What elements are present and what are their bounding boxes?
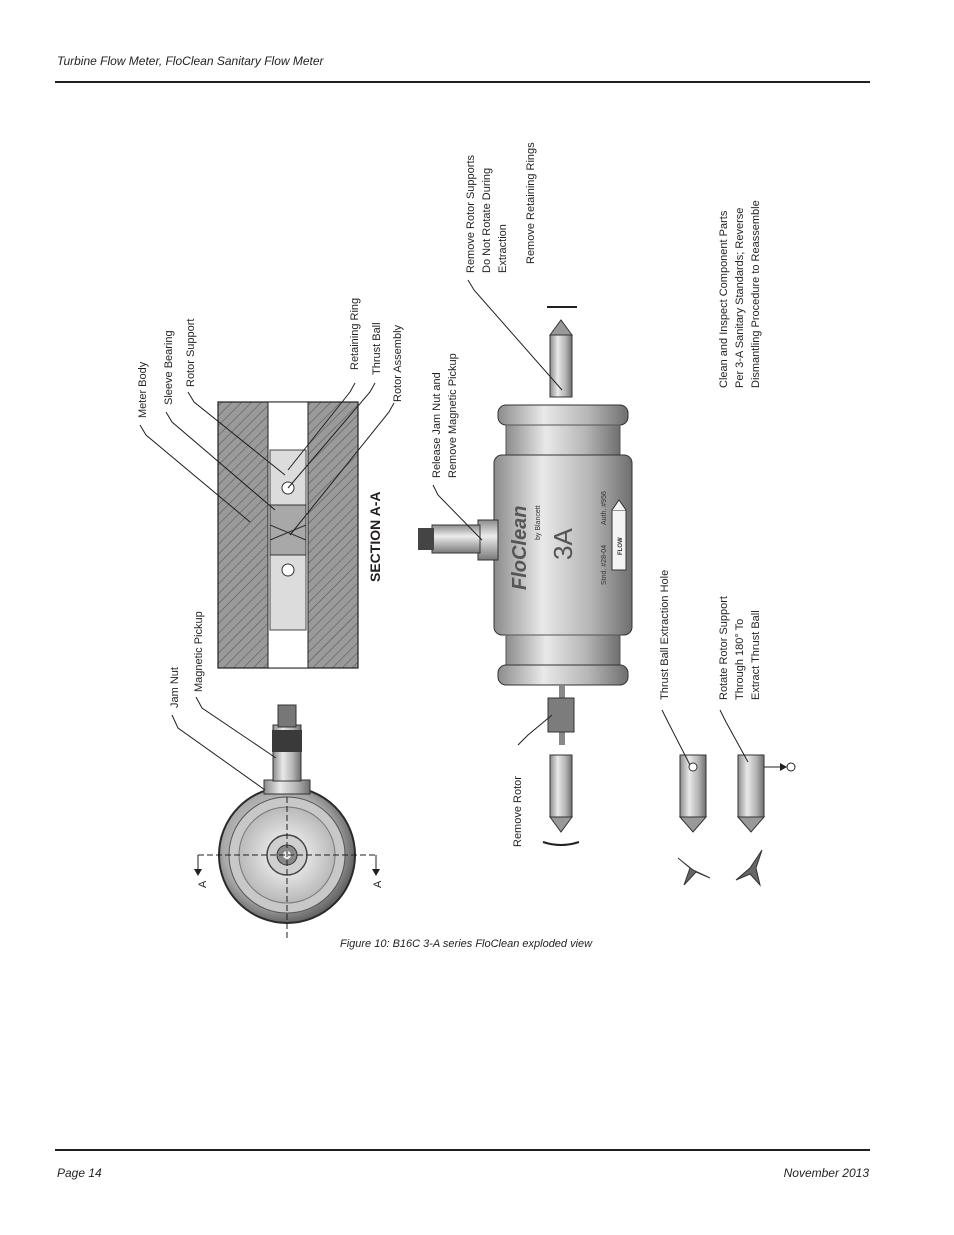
label-release-jam-nut-1: Release Jam Nut and — [431, 372, 443, 478]
meter-flow: FLOW — [618, 537, 624, 555]
page-number: Page 14 — [57, 1166, 102, 1180]
meter-symbol: 3A — [548, 528, 578, 560]
leader-lines — [139, 279, 749, 791]
label-remove-rotor-supports-1: Remove Rotor Supports — [465, 155, 477, 273]
meter-std: Stnd. #28-04 — [601, 545, 608, 585]
label-clean-inspect-1: Clean and Inspect Component Parts — [718, 210, 730, 388]
exploded-parts — [542, 306, 796, 887]
meter-by: by Blancett — [535, 505, 542, 540]
publication-date: November 2013 — [783, 1166, 869, 1180]
label-rotate-rotor-support-2: Through 180° To — [734, 619, 746, 700]
label-clean-inspect-3: Dismantling Procedure to Reassemble — [750, 200, 762, 388]
label-magnetic-pickup: Magnetic Pickup — [193, 611, 205, 692]
label-clean-inspect-2: Per 3-A Sanitary Standards; Reverse — [734, 208, 746, 388]
label-sleeve-bearing: Sleeve Bearing — [163, 330, 175, 405]
label-release-jam-nut-2: Remove Magnetic Pickup — [447, 353, 459, 478]
section-mark-left: A — [197, 880, 209, 888]
footer-rule — [55, 1149, 870, 1151]
label-thrust-ball: Thrust Ball — [371, 322, 383, 375]
running-header: Turbine Flow Meter, FloClean Sanitary Fl… — [57, 54, 324, 68]
label-jam-nut: Jam Nut — [169, 667, 181, 708]
label-rotor-assembly: Rotor Assembly — [392, 324, 404, 402]
section-mark-right: A — [372, 880, 384, 888]
label-thrust-ball-hole: Thrust Ball Extraction Hole — [659, 570, 671, 700]
meter-auth: Auth. #956 — [601, 491, 608, 525]
label-rotate-rotor-support-3: Extract Thrust Ball — [750, 610, 762, 700]
label-rotate-rotor-support-1: Rotate Rotor Support — [718, 596, 730, 700]
label-meter-body: Meter Body — [137, 361, 149, 418]
label-retaining-ring: Retaining Ring — [349, 298, 361, 370]
label-remove-retaining-rings: Remove Retaining Rings — [525, 142, 537, 264]
section-title: SECTION A-A — [367, 492, 383, 582]
label-remove-rotor-supports-2: Do Not Rotate During — [481, 168, 493, 273]
label-rotor-support: Rotor Support — [185, 319, 197, 387]
label-remove-rotor: Remove Rotor — [512, 776, 524, 847]
figure-caption: Figure 10: B16C 3-A series FloClean expl… — [340, 938, 593, 950]
meter-brand: FloClean — [509, 506, 531, 590]
section-a-a: SECTION A-A — [217, 401, 383, 669]
end-view: A A — [194, 704, 384, 940]
callout-labels: Jam Nut Magnetic Pickup Meter Body Sleev… — [137, 142, 762, 847]
label-remove-rotor-supports-3: Extraction — [497, 224, 509, 273]
header-rule — [55, 81, 870, 83]
meter-body-drawing: FloClean by Blancett 3A Stnd. #28-04 Aut… — [418, 404, 633, 686]
